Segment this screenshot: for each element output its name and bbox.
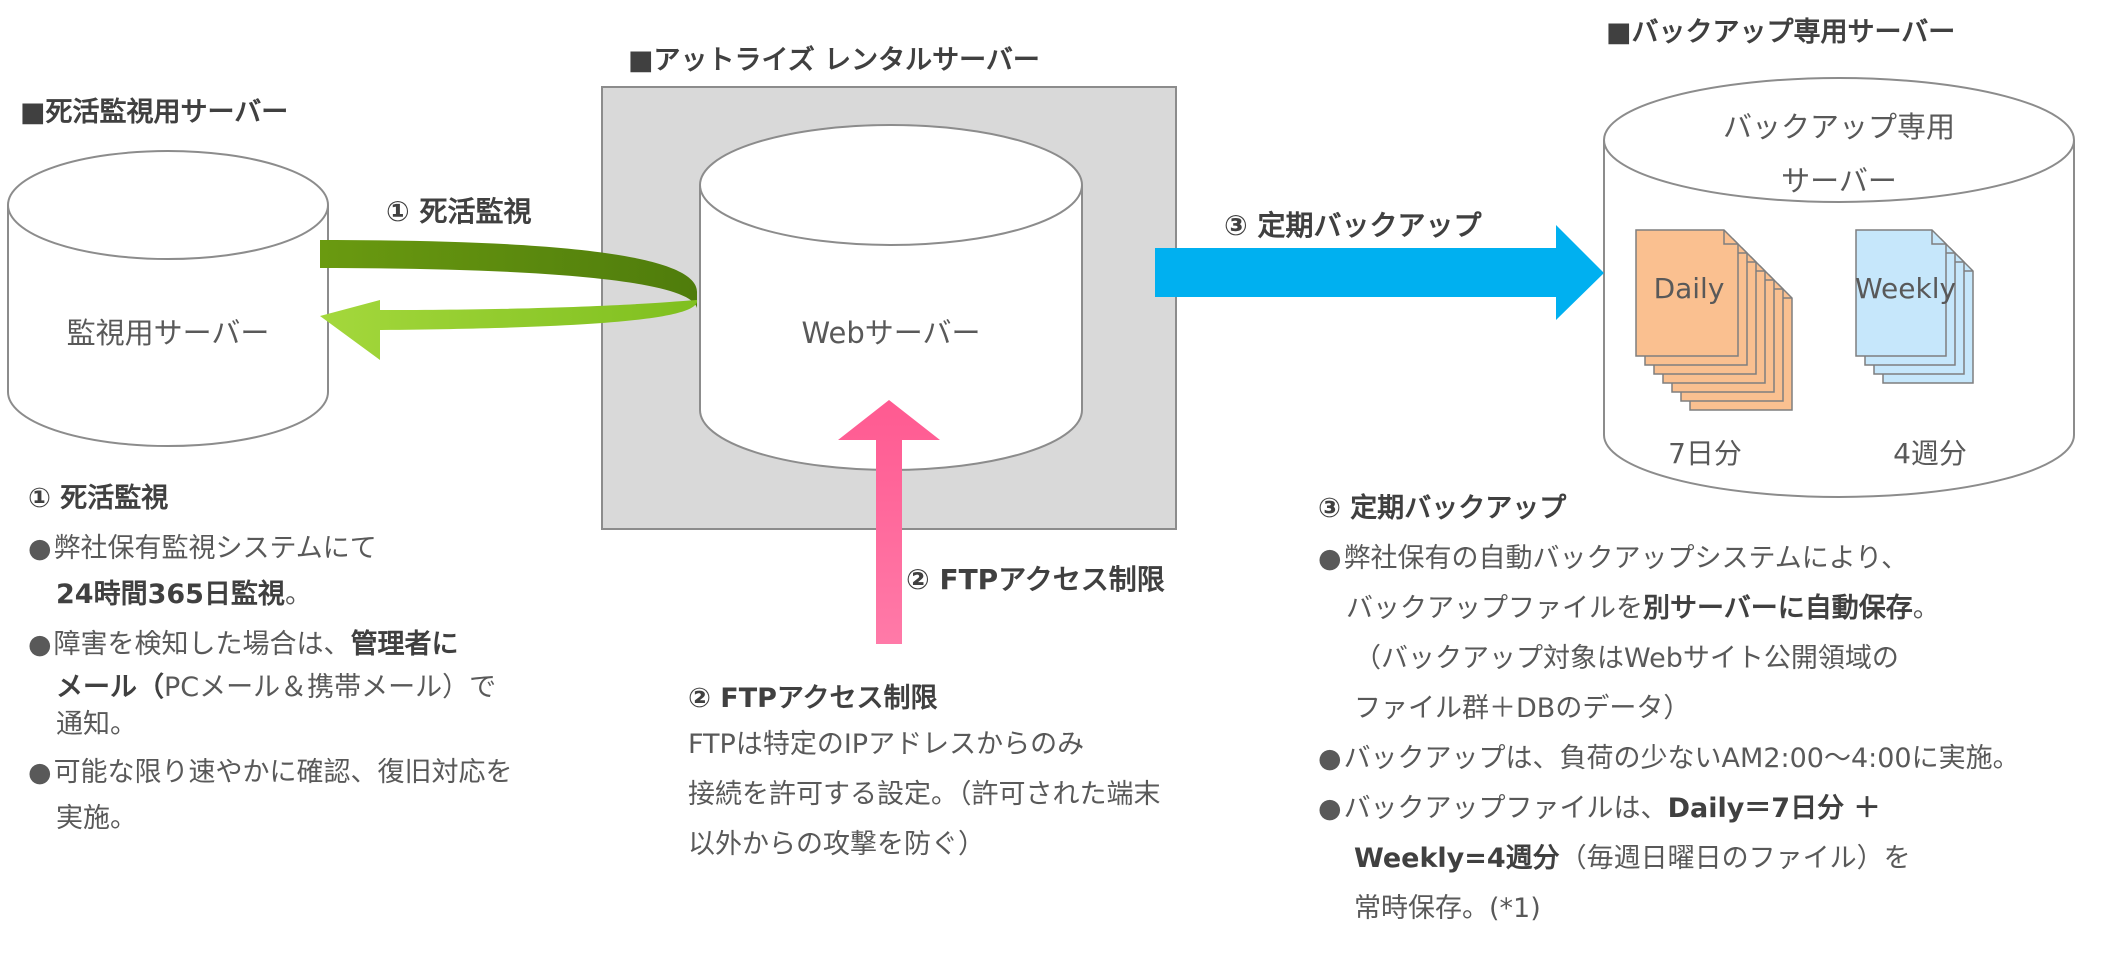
backup-server-label-line2: サーバー <box>1781 164 1897 198</box>
backup-description-title: ③ 定期バックアップ <box>1318 493 1567 524</box>
backup-server-label-line1: バックアップ専用 <box>1722 110 1955 144</box>
alive-monitor-arrow-upper <box>320 240 698 308</box>
web-server-label: Webサーバー <box>801 316 981 350</box>
weekly-file-page-fold <box>1931 230 1946 245</box>
daily-label: Daily <box>1653 272 1725 305</box>
rental-server-heading: ■アットライズ レンタルサーバー <box>628 45 1040 76</box>
daily-file-page <box>1635 229 1739 357</box>
weekly-caption: 4週分 <box>1893 437 1967 470</box>
ftp-description-title: ② FTPアクセス制限 <box>688 683 938 714</box>
backup-server-heading: ■バックアップ専用サーバー <box>1606 17 1956 48</box>
monitor-server-label: 監視用サーバー <box>66 316 270 350</box>
monitor-server-cylinder <box>7 150 329 447</box>
monitor-server-heading: ■死活監視用サーバー <box>20 97 289 128</box>
ftp-limit-arrow <box>838 400 940 644</box>
alive-monitor-arrow-lower <box>320 300 698 360</box>
bullet-dot: ● <box>28 629 52 660</box>
periodic-backup-arrow-label: ③ 定期バックアップ <box>1224 209 1482 242</box>
backup-bullet-2: ●バックアップは、負荷の少ないAM2:00～4:00に実施。 <box>1318 736 2098 782</box>
bullet-dot: ● <box>28 533 52 564</box>
bullet-dot: ● <box>1318 793 1342 824</box>
monitor-description-title: ① 死活監視 <box>28 483 169 514</box>
monitor-description: ① 死活監視 ●弊社保有監視システムにて 24時間365日監視。 ●障害を検知し… <box>28 476 608 842</box>
periodic-backup-arrow <box>1155 225 1604 320</box>
ftp-description: ② FTPアクセス制限 FTPは特定のIPアドレスからのみ 接続を許可する設定。… <box>688 676 1248 868</box>
bullet-dot: ● <box>1318 543 1342 574</box>
weekly-label: Weekly <box>1855 272 1957 305</box>
daily-file-stack <box>1635 229 1793 411</box>
monitor-bullet-2: ●障害を検知した場合は、管理者に <box>28 622 608 668</box>
alive-monitor-arrow <box>320 240 698 360</box>
web-server-cylinder <box>699 124 1083 471</box>
weekly-file-stack <box>1855 229 1974 384</box>
backup-description: ③ 定期バックアップ ●弊社保有の自動バックアップシステムにより、 バックアップ… <box>1318 486 2098 932</box>
bullet-dot: ● <box>1318 743 1342 774</box>
weekly-file-page <box>1855 229 1947 357</box>
alive-monitor-arrow-label: ① 死活監視 <box>386 195 532 228</box>
backup-bullet-3: ●バックアップファイルは、Daily＝7日分 ＋ <box>1318 786 2098 832</box>
daily-file-page-fold <box>1723 230 1738 245</box>
monitor-bullet-1: ●弊社保有監視システムにて <box>28 526 608 572</box>
daily-caption: 7日分 <box>1668 437 1742 470</box>
monitor-bullet-3: ●可能な限り速やかに確認、復旧対応を <box>28 750 608 796</box>
backup-bullet-1: ●弊社保有の自動バックアップシステムにより、 <box>1318 536 2098 582</box>
bullet-dot: ● <box>28 757 52 788</box>
ftp-limit-arrow-label: ② FTPアクセス制限 <box>906 563 1165 596</box>
